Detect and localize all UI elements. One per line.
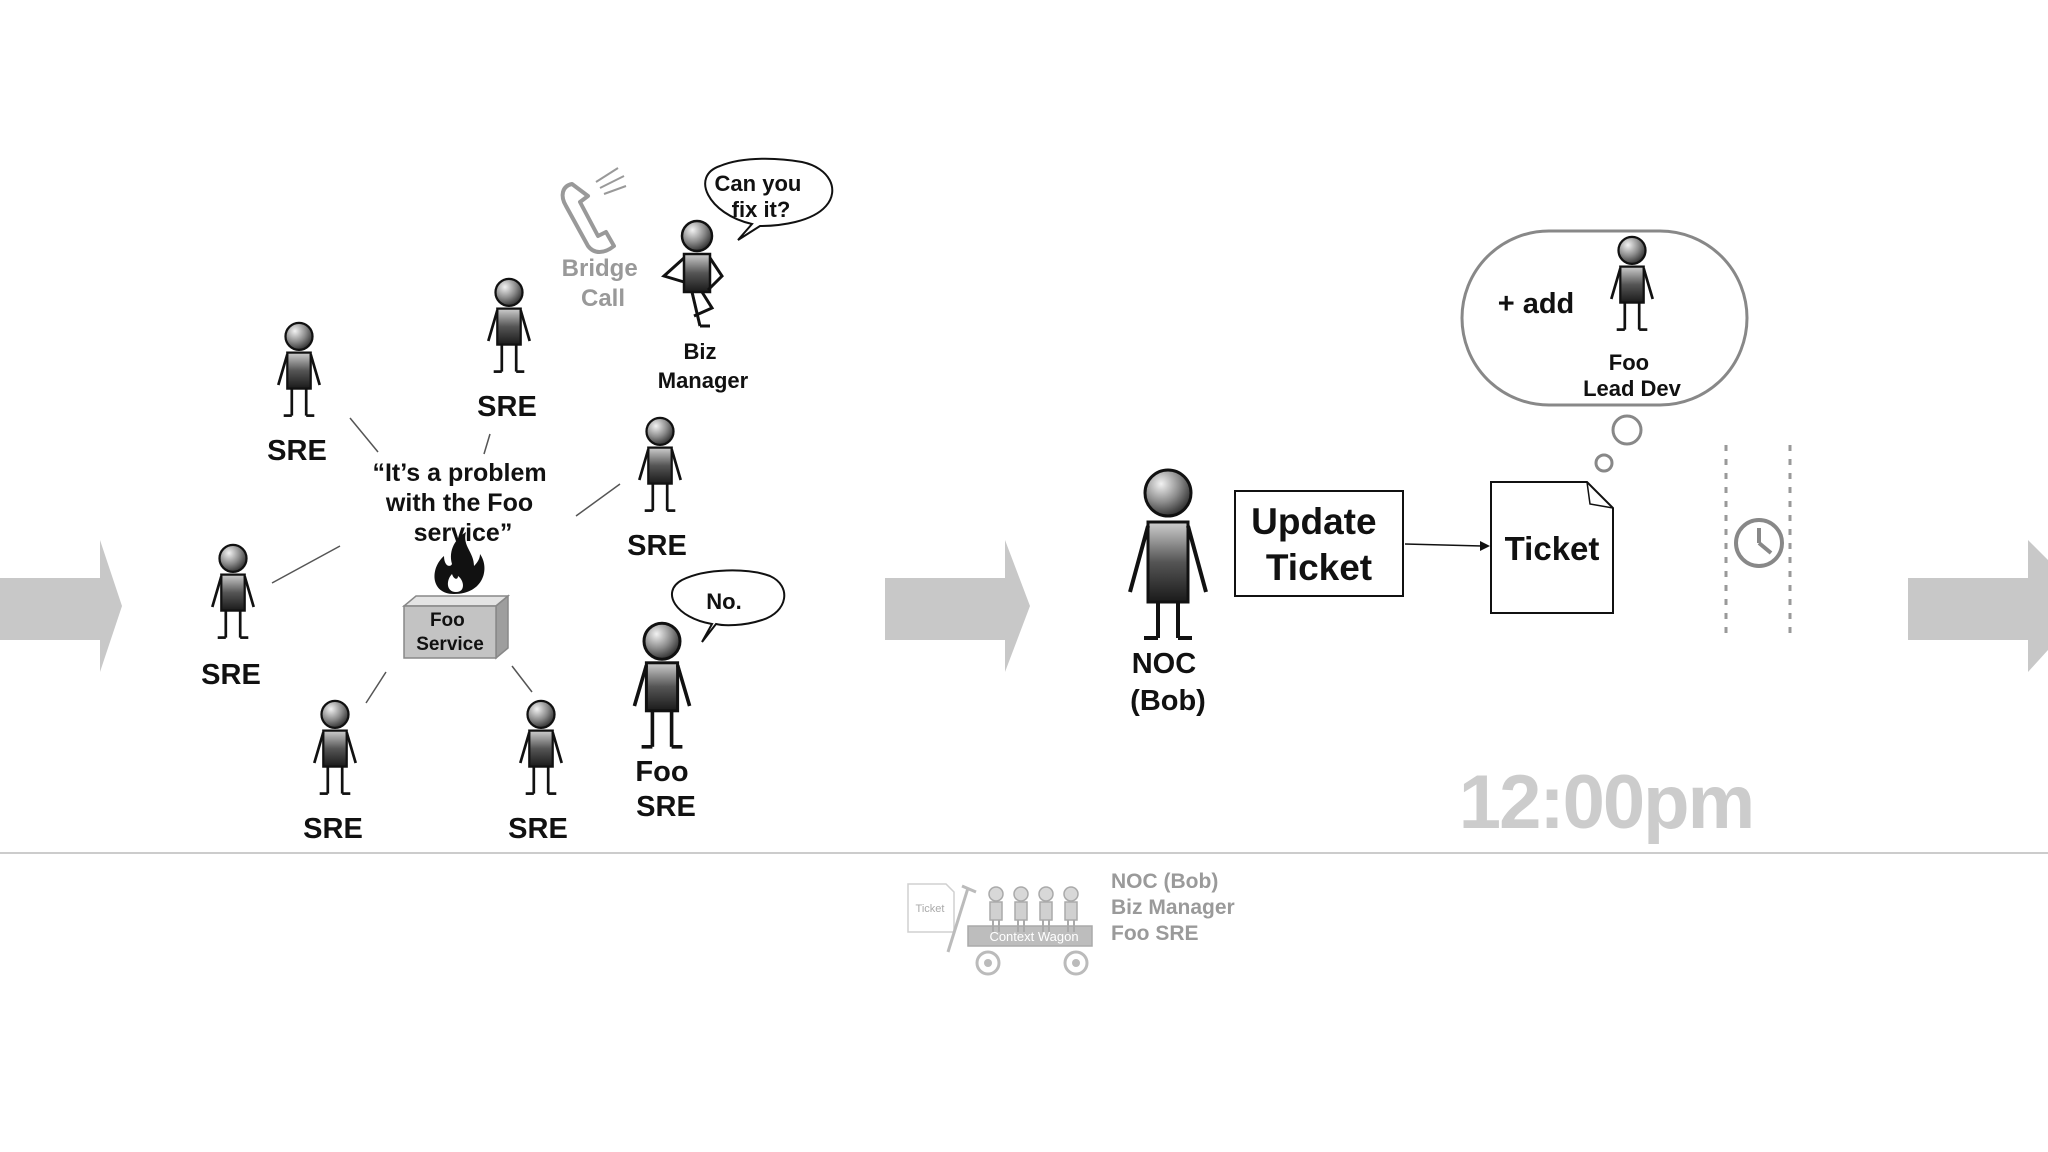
svg-text:SRE: SRE bbox=[303, 813, 363, 845]
svg-text:SRE: SRE bbox=[201, 659, 261, 691]
connector-line bbox=[366, 672, 386, 703]
sre-person-6: SRE bbox=[508, 701, 568, 845]
noc-label: NOC (Bob) bbox=[1130, 648, 1206, 717]
biz-manager-person bbox=[664, 221, 722, 326]
foo-sre-label: Foo SRE bbox=[635, 756, 696, 823]
foo-sre-speech-bubble: No. bbox=[672, 570, 784, 642]
svg-text:No.: No. bbox=[706, 589, 741, 614]
connector-line bbox=[576, 484, 620, 516]
svg-text:SRE: SRE bbox=[477, 391, 537, 423]
problem-quote: “It’s a problem with the Foo service” bbox=[372, 459, 553, 547]
connector-line bbox=[484, 434, 490, 454]
update-ticket-box: Update Ticket bbox=[1235, 491, 1403, 596]
ticket-document: Ticket bbox=[1491, 482, 1613, 613]
connector-line bbox=[350, 418, 378, 452]
bridge-call-label: Bridge Call bbox=[562, 255, 645, 312]
svg-text:SRE: SRE bbox=[508, 813, 568, 845]
phone-icon bbox=[563, 168, 626, 252]
flow-arrow-middle bbox=[885, 540, 1030, 672]
sre-person-3: SRE bbox=[627, 418, 687, 562]
flow-arrow-left bbox=[0, 540, 122, 672]
thought-bubble: + add Foo Lead Dev bbox=[1462, 231, 1747, 471]
connector-line bbox=[272, 546, 340, 583]
svg-text:Context Wagon: Context Wagon bbox=[989, 929, 1078, 944]
svg-text:Ticket: Ticket bbox=[916, 903, 945, 915]
wagon-items-list: NOC (Bob) Biz Manager Foo SRE bbox=[1111, 870, 1241, 945]
wagon-ticket-icon: Ticket bbox=[908, 884, 954, 932]
sre-person-2: SRE bbox=[477, 279, 537, 423]
flow-arrow-right bbox=[1908, 540, 2048, 672]
context-wagon: Ticket Context Wagon NOC (Bob) Biz Manag… bbox=[908, 870, 1241, 974]
right-scene: NOC (Bob) Update Ticket Ticket + add bbox=[1130, 231, 1790, 845]
connector-line bbox=[512, 666, 532, 692]
svg-text:+ add: + add bbox=[1498, 288, 1575, 320]
sre-person-5: SRE bbox=[303, 701, 363, 845]
flow-connector-arrow bbox=[1405, 541, 1490, 551]
biz-manager-speech-bubble: Can you fix it? bbox=[705, 159, 832, 240]
time-label: 12:00pm bbox=[1459, 760, 1753, 845]
svg-text:SRE: SRE bbox=[267, 435, 327, 467]
biz-manager-label: Biz Manager bbox=[658, 339, 749, 393]
svg-text:Ticket: Ticket bbox=[1505, 530, 1600, 567]
foo-sre-person bbox=[634, 623, 689, 747]
clock-icon bbox=[1736, 520, 1782, 566]
left-scene: “It’s a problem with the Foo service” Fo… bbox=[201, 159, 832, 845]
svg-text:SRE: SRE bbox=[627, 530, 687, 562]
noc-person bbox=[1130, 470, 1206, 638]
foo-service-box: Foo Service bbox=[404, 596, 508, 658]
sre-person-1: SRE bbox=[267, 323, 327, 467]
sre-person-4: SRE bbox=[201, 545, 261, 691]
wagon-cart-icon: Context Wagon bbox=[948, 886, 1092, 974]
